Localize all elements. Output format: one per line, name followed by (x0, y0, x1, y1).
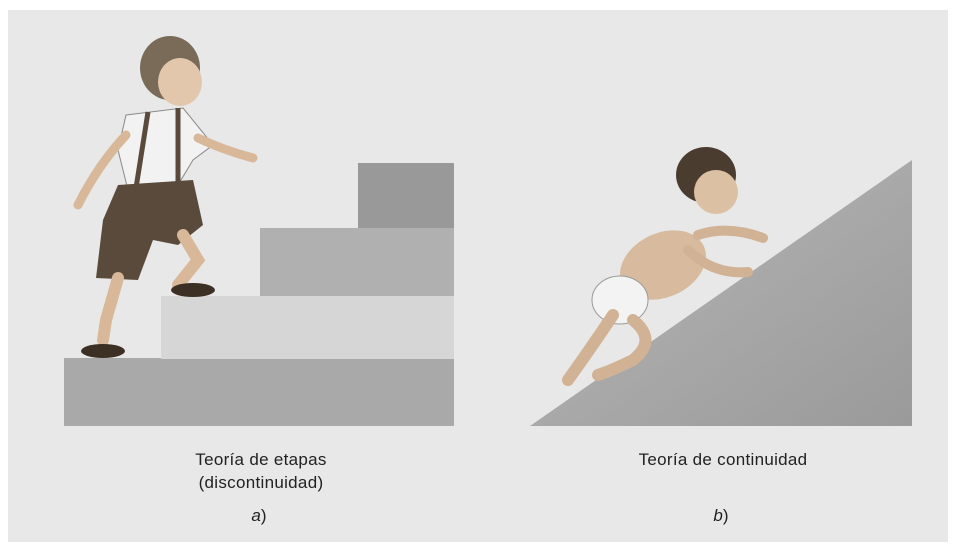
stair-step-base (64, 358, 454, 426)
panel-label-b-paren: ) (722, 506, 729, 525)
caption-stage-theory-line1: Teoría de etapas (195, 450, 327, 469)
panel-label-a: a) (219, 506, 299, 526)
panel-label-b: b) (681, 506, 761, 526)
figure-panel: Teoría de etapas (discontinuidad) a) Teo… (8, 10, 948, 542)
panel-label-a-paren: ) (260, 506, 267, 525)
baby-crawling-figure (562, 147, 768, 386)
panel-label-a-letter: a (251, 506, 261, 525)
stair-step-1 (161, 296, 454, 359)
boy-climbing-figure (73, 36, 258, 358)
staircase (64, 163, 454, 426)
panel-label-b-letter: b (713, 506, 723, 525)
caption-continuity-theory-text: Teoría de continuidad (638, 450, 808, 469)
caption-stage-theory: Teoría de etapas (discontinuidad) (116, 448, 406, 494)
caption-stage-theory-line2: (discontinuidad) (198, 473, 324, 492)
stair-step-2 (260, 228, 454, 296)
caption-continuity-theory: Teoría de continuidad (573, 448, 873, 471)
stair-step-3 (358, 163, 454, 228)
illustration (64, 36, 912, 426)
